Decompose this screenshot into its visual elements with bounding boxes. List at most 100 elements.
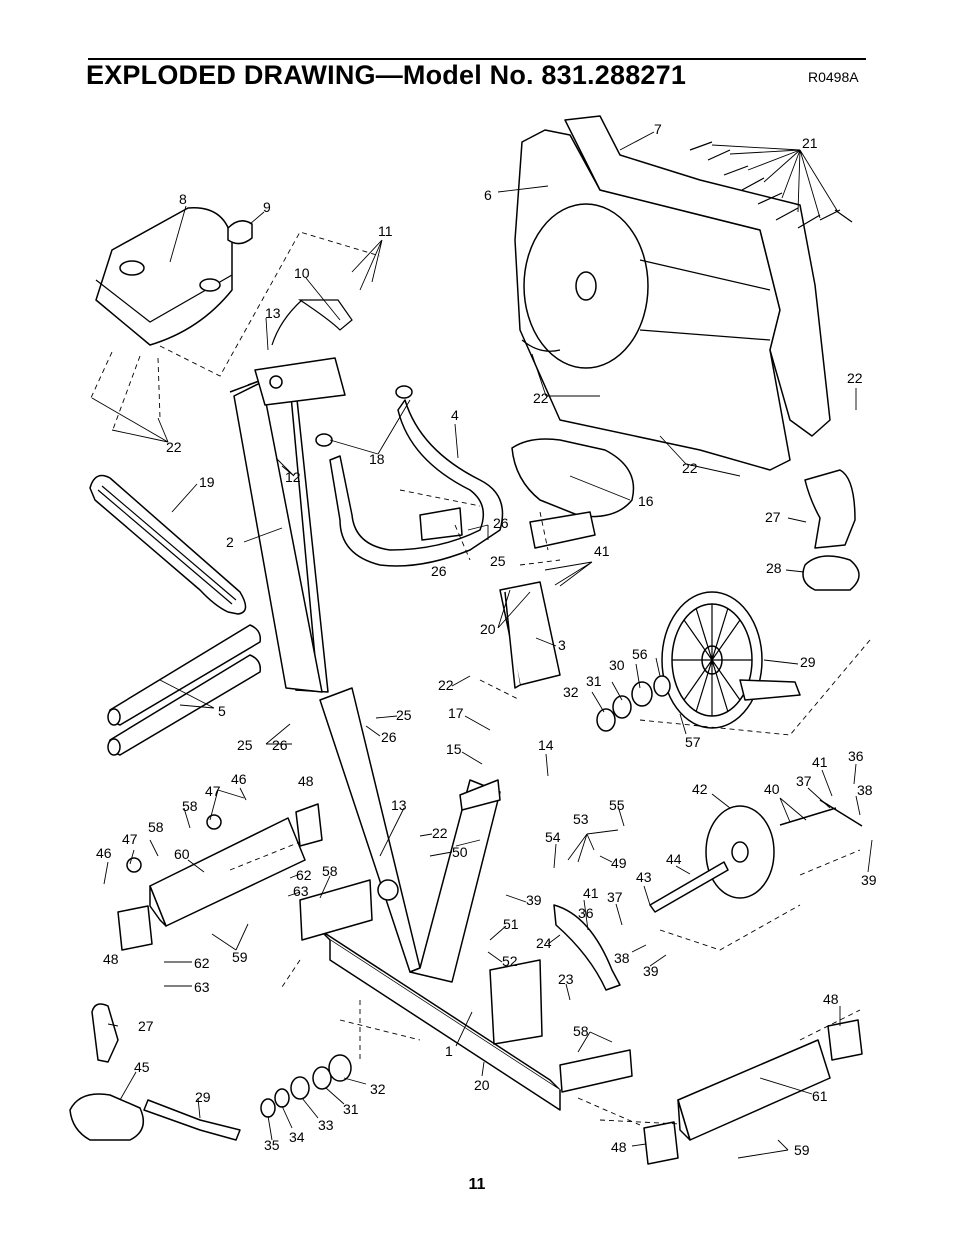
callout-59-front: 59 xyxy=(232,949,248,965)
callout-20-lower: 20 xyxy=(474,1077,490,1093)
drawing-code: R0498A xyxy=(808,69,859,85)
callout-25-handlebar: 25 xyxy=(490,553,506,569)
seat-part xyxy=(499,438,635,689)
handlebar-part xyxy=(315,385,504,567)
callout-26-handlebar-upper: 26 xyxy=(493,515,509,531)
callout-58-lower: 58 xyxy=(573,1023,589,1039)
screw-set-21 xyxy=(689,141,853,229)
assembly-guides xyxy=(229,489,871,1126)
callout-29-flywheel: 29 xyxy=(800,654,816,670)
callout-40: 40 xyxy=(764,781,780,797)
callout-48-left: 48 xyxy=(103,951,119,967)
callout-47-upper: 47 xyxy=(205,783,221,799)
callout-27-left: 27 xyxy=(138,1018,154,1034)
callout-52: 52 xyxy=(502,953,518,969)
callout-14: 14 xyxy=(538,737,554,753)
callout-53: 53 xyxy=(573,811,589,827)
callout-32-upper: 32 xyxy=(563,684,579,700)
callout-42: 42 xyxy=(692,781,708,797)
callout-23: 23 xyxy=(558,971,574,987)
callout-13-mid: 13 xyxy=(391,797,407,813)
callout-38-right: 38 xyxy=(857,782,873,798)
callout-22-shroud-right: 22 xyxy=(847,370,863,386)
callout-58-center: 58 xyxy=(322,863,338,879)
callout-11: 11 xyxy=(378,223,393,239)
callout-16: 16 xyxy=(638,493,654,509)
callout-9: 9 xyxy=(263,199,271,215)
callout-26-right: 26 xyxy=(381,729,397,745)
callout-50: 50 xyxy=(452,844,468,860)
callout-labels: 1 2 3 4 5 6 7 8 9 10 11 12 13 13 14 15 1… xyxy=(96,121,877,1158)
callout-12: 12 xyxy=(285,469,301,485)
pedal-crank-part xyxy=(69,1003,352,1141)
callout-48-right: 48 xyxy=(823,991,839,1007)
flywheel-part xyxy=(596,469,860,732)
callout-45: 45 xyxy=(134,1059,150,1075)
callout-26-handlebar-lower: 26 xyxy=(431,563,447,579)
callout-22-console: 22 xyxy=(166,439,182,455)
drive-belt-part xyxy=(89,474,247,615)
callout-31-lower: 31 xyxy=(343,1101,359,1117)
callout-26-left: 26 xyxy=(272,737,288,753)
callout-48-bottom: 48 xyxy=(611,1139,627,1155)
callout-38-mid: 38 xyxy=(614,950,630,966)
callout-24: 24 xyxy=(536,935,552,951)
callout-39-mid: 39 xyxy=(526,892,542,908)
callout-4: 4 xyxy=(451,407,459,423)
callout-58-mid-left: 58 xyxy=(148,819,164,835)
callout-60: 60 xyxy=(174,846,190,862)
callout-36-mid: 36 xyxy=(578,905,594,921)
base-frame-part xyxy=(299,687,633,1111)
upright-frame-part xyxy=(229,299,353,693)
callout-58-upper-left: 58 xyxy=(182,798,198,814)
callout-22-shroud-bottom: 22 xyxy=(682,460,698,476)
callout-20-upper: 20 xyxy=(480,621,496,637)
callout-3: 3 xyxy=(558,637,566,653)
leader-lines xyxy=(91,131,873,1159)
callout-41-mid: 41 xyxy=(583,885,599,901)
callout-35: 35 xyxy=(264,1137,280,1153)
callout-31-upper: 31 xyxy=(586,673,602,689)
callout-22-seatpost: 22 xyxy=(438,677,454,693)
callout-56: 56 xyxy=(632,646,648,662)
callout-19: 19 xyxy=(199,474,215,490)
callout-36-right: 36 xyxy=(848,748,864,764)
callout-15: 15 xyxy=(446,741,462,757)
callout-37-mid: 37 xyxy=(607,889,623,905)
callout-62-lower: 62 xyxy=(194,955,210,971)
callout-47-lower: 47 xyxy=(122,831,138,847)
callout-48-upper: 48 xyxy=(298,773,314,789)
callout-39-lower: 39 xyxy=(643,963,659,979)
callout-18: 18 xyxy=(369,451,385,467)
callout-33: 33 xyxy=(318,1117,334,1133)
callout-51: 51 xyxy=(503,916,519,932)
shroud-part xyxy=(514,115,831,471)
callout-22-frame: 22 xyxy=(432,825,448,841)
callout-6: 6 xyxy=(484,187,492,203)
page-title: EXPLODED DRAWING—Model No. 831.288271 xyxy=(86,60,687,90)
callout-25-left: 25 xyxy=(237,737,253,753)
callout-62-upper: 62 xyxy=(296,867,312,883)
callout-28: 28 xyxy=(766,560,782,576)
callout-2: 2 xyxy=(226,534,234,550)
callout-63-upper: 63 xyxy=(293,883,309,899)
foam-grips-part xyxy=(107,624,262,756)
callout-32-lower: 32 xyxy=(370,1081,386,1097)
callout-61: 61 xyxy=(812,1088,828,1104)
callout-5: 5 xyxy=(218,703,226,719)
callout-49: 49 xyxy=(611,855,627,871)
callout-8: 8 xyxy=(179,191,187,207)
callout-30: 30 xyxy=(609,657,625,673)
callout-22-shroud-left: 22 xyxy=(533,390,549,406)
callout-59-rear: 59 xyxy=(794,1142,810,1158)
callout-43: 43 xyxy=(636,869,652,885)
callout-17: 17 xyxy=(448,705,464,721)
callout-21: 21 xyxy=(802,135,818,151)
callout-10: 10 xyxy=(294,265,310,281)
header-rule xyxy=(88,58,866,60)
callout-41-right: 41 xyxy=(812,754,828,770)
callout-46-upper: 46 xyxy=(231,771,247,787)
callout-29-crank: 29 xyxy=(195,1089,211,1105)
callout-54: 54 xyxy=(545,829,561,845)
callout-25-right: 25 xyxy=(396,707,412,723)
